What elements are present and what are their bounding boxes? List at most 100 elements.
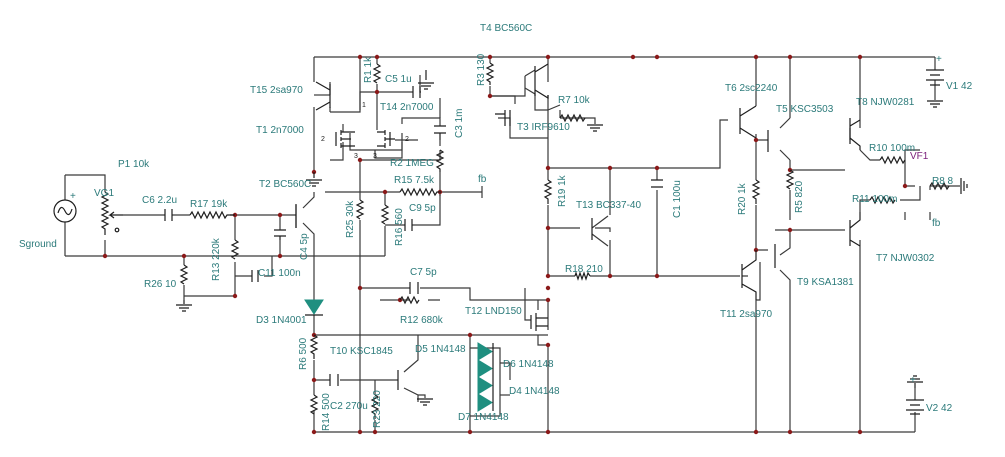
r5-label: R5 820 [794, 180, 805, 213]
schematic-title: T4 BC560C [480, 23, 532, 34]
t3-symbol [495, 110, 511, 126]
r14-symbol [309, 394, 319, 415]
t10-label: T10 KSC1845 [330, 346, 393, 357]
r25-symbol [355, 199, 365, 220]
t14-symbol [377, 130, 395, 148]
r14-label: R14 500 [321, 393, 332, 431]
v2-plus: + [910, 375, 916, 386]
r10-symbol [879, 155, 906, 165]
t15-label: T15 2sa970 [250, 85, 303, 96]
component-labels: T4 BC560C T15 2sa970 R1 1k C5 1u T14 2n7… [19, 23, 973, 431]
r23-symbol [370, 394, 380, 419]
sources [53, 69, 944, 415]
p1-label: P1 10k [118, 159, 150, 170]
r11-label: R11 100m [852, 194, 897, 205]
c7-symbol [409, 282, 419, 294]
d3-symbol [304, 299, 324, 315]
r2-symbol [435, 149, 445, 172]
r26-symbol [179, 264, 189, 285]
pin-2-left: 2 [321, 136, 325, 143]
r12-symbol [399, 295, 420, 305]
vf1-label: VF1 [910, 151, 929, 162]
pin-3-left: 3 [354, 153, 358, 160]
r1-label: R1 1k [363, 56, 374, 83]
t9-label: T9 KSA1381 [797, 277, 854, 288]
c4-symbol [274, 229, 286, 240]
grounds [176, 70, 968, 406]
r3-label: R3 130 [476, 53, 487, 86]
v2-battery [906, 399, 924, 415]
t5-label: T5 KSC3503 [776, 104, 834, 115]
r20-symbol [751, 179, 761, 204]
c9-label: C9 5p [409, 203, 436, 214]
c5-symbol [412, 86, 421, 98]
d6-label: D6 1N4148 [503, 359, 554, 370]
pin-3-right: 3 [373, 153, 377, 160]
r15-symbol [399, 187, 441, 197]
c4-label: C4 5p [299, 233, 310, 260]
t12-label: T12 LND150 [465, 306, 522, 317]
r23-label: R23 220 [372, 390, 383, 428]
r15-label: R15 7.5k [394, 175, 435, 186]
pin-1: 1 [362, 102, 366, 109]
r1-symbol [372, 63, 382, 84]
t1-label: T1 2n7000 [256, 125, 304, 136]
vg1-label: VG1 [94, 188, 114, 199]
pin-2-right: 2 [405, 136, 409, 143]
t12-symbol [530, 313, 548, 331]
r26-label: R26 10 [144, 279, 177, 290]
r6-label: R6 500 [298, 337, 309, 370]
r18-symbol [574, 271, 591, 281]
r8-symbol [929, 181, 950, 191]
t4-symbol [534, 63, 549, 100]
capacitors [164, 86, 663, 386]
c3-symbol [434, 125, 446, 140]
v1-plus: + [936, 54, 942, 65]
r16-label: R16 560 [394, 208, 405, 246]
t15-symbol [315, 81, 331, 111]
r19-label: R19 1k [557, 174, 568, 207]
d3-label: D3 1N4001 [256, 315, 307, 326]
d4-label: D4 1N4148 [509, 386, 560, 397]
c6-symbol [164, 209, 173, 221]
r5-symbol [785, 169, 795, 190]
r7-label: R7 10k [558, 95, 591, 106]
r19-symbol [543, 179, 553, 204]
p1-wiper [108, 211, 123, 219]
c7-label: C7 5p [410, 267, 437, 278]
t11-label: T11 2sa970 [720, 309, 773, 320]
r13-symbol [230, 239, 240, 260]
c5-label: C5 1u [385, 74, 412, 85]
c2-symbol [329, 374, 339, 386]
t8-label: T8 NJW0281 [856, 97, 915, 108]
t7-label: T7 NJW0302 [876, 253, 935, 264]
t7-symbol [849, 212, 861, 247]
v1-battery [926, 69, 944, 86]
r3-symbol [485, 62, 495, 85]
r17-symbol [189, 210, 235, 220]
c3-label: C3 1m [454, 109, 465, 138]
r18-label: R18 210 [565, 264, 603, 275]
r10-label: R10 100m [869, 143, 915, 154]
t6-label: T6 2sc2240 [725, 83, 778, 94]
d5-symbol [477, 342, 493, 361]
d7-symbol [477, 393, 493, 412]
c6-label: C6 2.2u [142, 195, 177, 206]
t1-symbol [335, 130, 355, 148]
p1-symbol [100, 191, 110, 235]
r11-symbol [869, 195, 896, 205]
t2-label: T2 BC560C [259, 179, 311, 190]
r20-label: R20 1k [737, 182, 748, 215]
resistors [100, 62, 950, 419]
sground-label: Sground [19, 239, 57, 250]
r25-label: R25 30k [345, 200, 356, 238]
c11-label: C11 100n [258, 268, 301, 279]
c11-symbol [251, 270, 259, 282]
fb-label-right: fb [932, 218, 941, 229]
c2-label: C2 270u [330, 401, 368, 412]
v2-label: V2 42 [926, 403, 953, 414]
t8-symbol [849, 118, 861, 150]
vg1-source [53, 199, 77, 223]
t3-label: T3 IRF9610 [517, 122, 570, 133]
